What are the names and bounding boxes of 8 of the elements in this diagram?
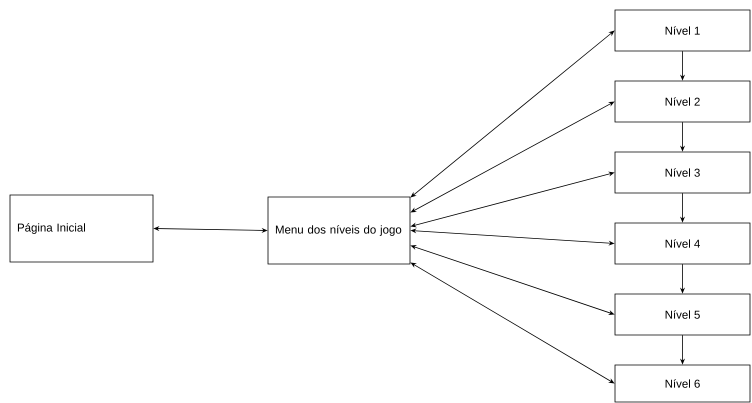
level-box: Nível 3 <box>614 152 750 194</box>
level-box: Nível 5 <box>614 294 750 336</box>
start-box: Página Inicial <box>10 194 154 262</box>
level-box: Nível 1 <box>614 10 750 52</box>
level-box: Nível 2 <box>614 80 750 122</box>
menu-box: Menu dos níveis do jogo <box>268 196 410 264</box>
level-box: Nível 4 <box>614 222 750 264</box>
level-box: Nível 6 <box>614 364 750 402</box>
